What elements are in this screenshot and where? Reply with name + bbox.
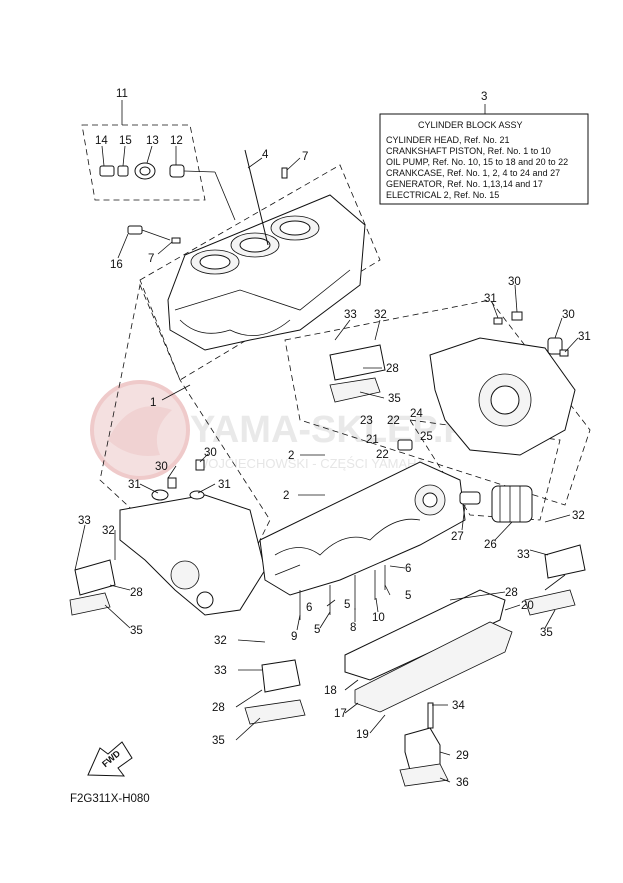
callout-28c: 28 [505,587,518,599]
info-box-line-6: ELECTRICAL 2, Ref. No. 15 [386,190,499,200]
callout-33a: 33 [344,309,357,321]
callout-31b: 31 [578,331,591,343]
callout-3: 3 [481,91,487,103]
callout-31d: 31 [218,479,231,491]
fwd-arrow: FWD [87,741,133,777]
callout-16: 16 [110,259,123,271]
callout-20: 20 [521,600,534,612]
callout-6b: 6 [306,602,312,614]
callout-13: 13 [146,135,159,147]
callout-11: 11 [116,88,128,100]
callout-8: 8 [350,622,356,634]
info-box-title: CYLINDER BLOCK ASSY [418,120,523,130]
oil-filter [491,485,533,523]
oil-pan [344,589,513,713]
callout-27: 27 [451,531,464,543]
callout-35d: 35 [212,735,225,747]
callout-6a: 6 [405,563,411,575]
callout-14: 14 [95,135,108,147]
callout-2b: 2 [283,490,289,502]
callout-10: 10 [372,612,385,624]
callout-30c: 30 [155,461,168,473]
callout-2a: 2 [288,450,294,462]
info-box-line-4: CRANKCASE, Ref. No. 1, 2, 4 to 24 and 27 [386,168,560,178]
callout-32a: 32 [374,309,387,321]
callout-30b: 30 [562,309,575,321]
callout-28a: 28 [386,363,399,375]
callout-32d: 32 [214,635,227,647]
info-box: 3 CYLINDER BLOCK ASSY CYLINDER HEAD, Ref… [379,91,589,205]
info-box-line-2: CRANKSHAFT PISTON, Ref. No. 1 to 10 [386,146,551,156]
callout-31a: 31 [484,293,497,305]
callout-4: 4 [262,149,269,161]
callout-31c: 31 [128,479,141,491]
callout-35a: 35 [388,393,401,405]
cylinder-block [127,149,366,351]
callout-12: 12 [170,135,183,147]
breather-covers [69,344,586,725]
info-box-line-5: GENERATOR, Ref. No. 1,13,14 and 17 [386,179,543,189]
callout-5b: 5 [314,624,320,636]
callout-35c: 35 [540,627,553,639]
callout-32b: 32 [102,525,115,537]
lower-crankcase [259,439,481,620]
callout-5a: 5 [405,590,411,602]
callouts: 11 14 15 13 12 4 7 16 7 1 33 32 28 35 31… [78,88,591,789]
callout-22b: 22 [376,449,389,461]
callout-33b: 33 [78,515,91,527]
info-box-line-3: OIL PUMP, Ref. No. 10, 15 to 18 and 20 t… [386,157,568,167]
callout-21: 21 [366,434,379,446]
small-parts-group [99,162,236,221]
callout-1: 1 [150,397,156,409]
callout-15: 15 [119,135,132,147]
callout-18: 18 [324,685,337,697]
callout-32c: 32 [572,510,585,522]
callout-26: 26 [484,539,497,551]
callout-33c: 33 [517,549,530,561]
watermark-brand: YAMA-SKLEP.PL [190,409,492,451]
callout-23: 23 [360,415,373,427]
callout-22a: 22 [387,415,400,427]
callout-35b: 35 [130,625,143,637]
callout-5c: 5 [344,599,350,611]
left-cover [119,459,266,616]
callout-33d: 33 [214,665,227,677]
callout-9: 9 [291,631,297,643]
watermark: YAMA-SKLEP.PL WOJCIECHOWSKI - CZĘŚCI YAM… [90,380,492,480]
callout-30d: 30 [204,447,217,459]
callout-7b: 7 [148,253,154,265]
callout-25: 25 [420,431,433,443]
bracket-29 [399,702,449,787]
callout-19: 19 [356,729,369,741]
info-box-line-1: CYLINDER HEAD, Ref. No. 21 [386,135,510,145]
callout-24: 24 [410,408,423,420]
watermark-sub: WOJCIECHOWSKI - CZĘŚCI YAMAHA [196,456,426,471]
generator-cover [429,311,576,456]
callout-28d: 28 [212,702,225,714]
callout-28b: 28 [130,587,143,599]
callout-30a: 30 [508,276,521,288]
diagram-code: F2G311X-H080 [70,793,150,805]
callout-34: 34 [452,700,465,712]
callout-17: 17 [334,708,347,720]
callout-7a: 7 [302,151,308,163]
callout-29: 29 [456,750,469,762]
leader-lines [74,100,579,783]
callout-36: 36 [456,777,469,789]
